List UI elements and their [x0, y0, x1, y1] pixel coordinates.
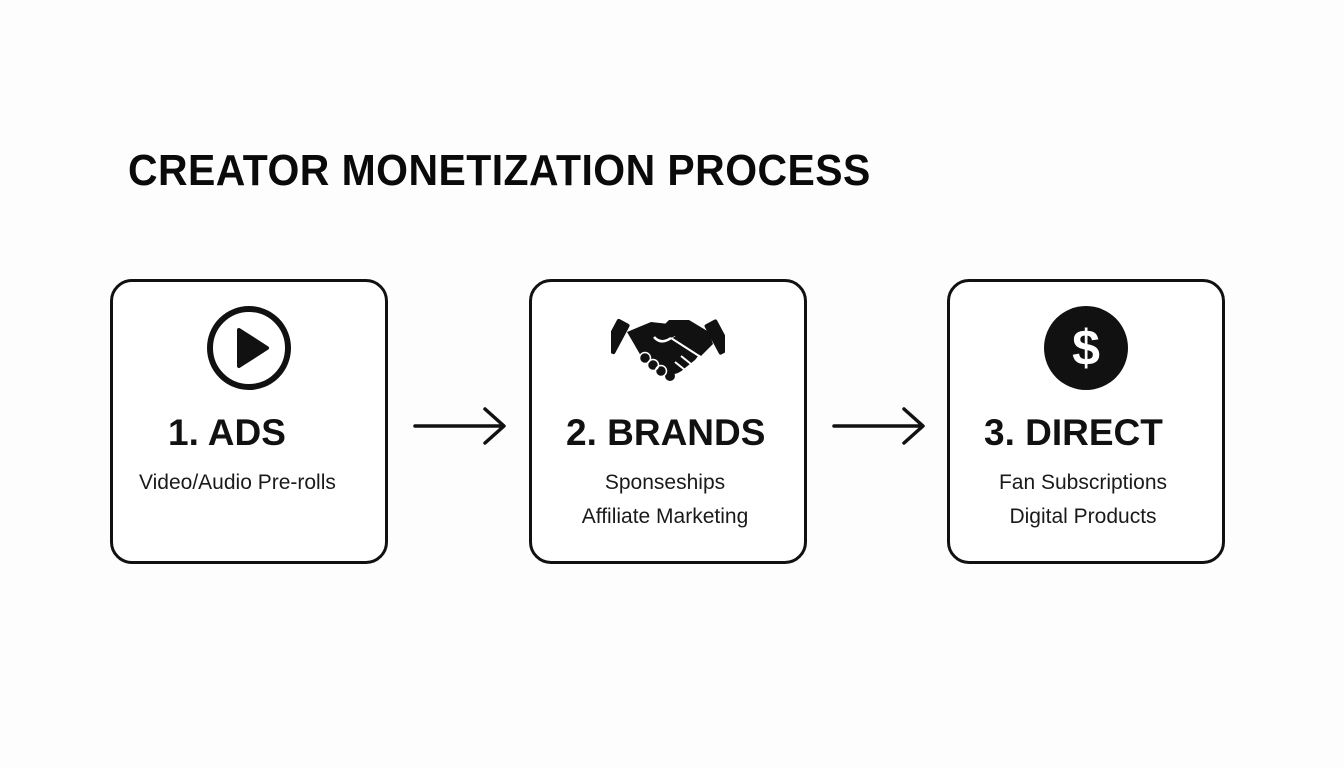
step-description: Fan Subscriptions Digital Products	[950, 466, 1222, 534]
arrow-right-icon	[413, 403, 509, 454]
step-line: Digital Products	[1009, 505, 1157, 528]
step-card-brands: 2. BRANDS Sponseships Affiliate Marketin…	[529, 279, 807, 564]
step-card-ads: 1. ADS Video/Audio Pre-rolls	[110, 279, 388, 564]
handshake-icon	[602, 312, 732, 389]
diagram-title: CREATOR MONETIZATION PROCESS	[128, 146, 871, 195]
step-heading: 3. DIRECT	[984, 412, 1163, 453]
svg-text:$: $	[1072, 320, 1100, 376]
step-line: Sponseships	[604, 471, 726, 494]
arrow-right-icon	[832, 403, 928, 454]
step-heading: 2. BRANDS	[566, 412, 766, 453]
step-line: Fan Subscriptions	[998, 471, 1168, 494]
step-line: Video/Audio Pre-rolls	[139, 471, 336, 494]
play-circle-icon	[205, 304, 293, 397]
step-heading: 1. ADS	[168, 412, 286, 453]
step-description: Video/Audio Pre-rolls	[113, 466, 385, 500]
step-card-direct: $ 3. DIRECT Fan Subscriptions Digital Pr…	[947, 279, 1225, 564]
dollar-coin-icon: $	[1042, 304, 1130, 397]
step-line: Affiliate Marketing	[581, 505, 749, 528]
step-description: Sponseships Affiliate Marketing	[532, 466, 804, 534]
